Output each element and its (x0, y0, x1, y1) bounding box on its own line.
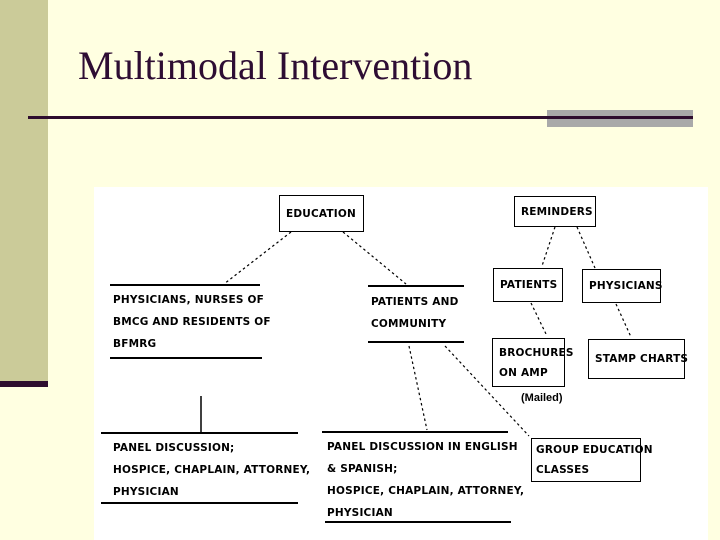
panel-bilingual-line: PANEL DISCUSSION IN ENGLISH (327, 441, 518, 453)
stamp-charts-box-label: STAMP CHARTS (595, 353, 689, 365)
patients-community-block: PATIENTS AND COMMUNITY (371, 291, 458, 335)
left-accent-bar (0, 0, 48, 381)
panel-bilingual-line: PHYSICIAN (327, 507, 393, 519)
patients-box-label: PATIENTS (500, 279, 558, 291)
panel-bilingual-line: & SPANISH; (327, 463, 398, 475)
panel-bilingual-line: HOSPICE, CHAPLAIN, ATTORNEY, (327, 485, 525, 497)
panel-bilingual-block: PANEL DISCUSSION IN ENGLISH & SPANISH; H… (327, 436, 524, 524)
education-box: EDUCATION (279, 195, 364, 232)
panel-discussion-block: PANEL DISCUSSION; HOSPICE, CHAPLAIN, ATT… (113, 437, 310, 503)
group-education-box: GROUP EDUCATION CLASSES (531, 438, 653, 482)
brochures-box-line: BROCHURES (499, 346, 574, 359)
panel-discussion-line: PHYSICIAN (113, 486, 179, 498)
title-divider-dark (28, 116, 693, 119)
patients-community-line: PATIENTS AND (371, 296, 459, 308)
patients-community-line: COMMUNITY (371, 318, 447, 330)
education-box-label: EDUCATION (286, 207, 357, 220)
patients-box: PATIENTS (493, 268, 563, 302)
mailed-annotation: (Mailed) (521, 392, 563, 404)
physicians-box-label: PHYSICIANS (589, 280, 663, 292)
brochures-box: BROCHURES ON AMP (492, 338, 574, 387)
left-accent-bar-cap (0, 381, 48, 387)
stamp-charts-box: STAMP CHARTS (588, 339, 689, 379)
physicians-box: PHYSICIANS (582, 269, 663, 303)
panel-discussion-line: PANEL DISCUSSION; (113, 442, 235, 454)
providers-line: BFMRG (113, 338, 157, 350)
group-education-box-line: GROUP EDUCATION (536, 444, 653, 456)
reminders-box: REMINDERS (514, 196, 596, 227)
providers-line: PHYSICIANS, NURSES OF (113, 294, 264, 306)
panel-discussion-line: HOSPICE, CHAPLAIN, ATTORNEY, (113, 464, 311, 476)
providers-line: BMCG AND RESIDENTS OF (113, 316, 271, 328)
providers-block: PHYSICIANS, NURSES OF BMCG AND RESIDENTS… (113, 289, 271, 355)
slide-title: Multimodal Intervention (78, 43, 473, 88)
reminders-box-label: REMINDERS (521, 205, 593, 218)
brochures-box-line: ON AMP (499, 366, 548, 379)
group-education-box-line: CLASSES (536, 464, 590, 476)
